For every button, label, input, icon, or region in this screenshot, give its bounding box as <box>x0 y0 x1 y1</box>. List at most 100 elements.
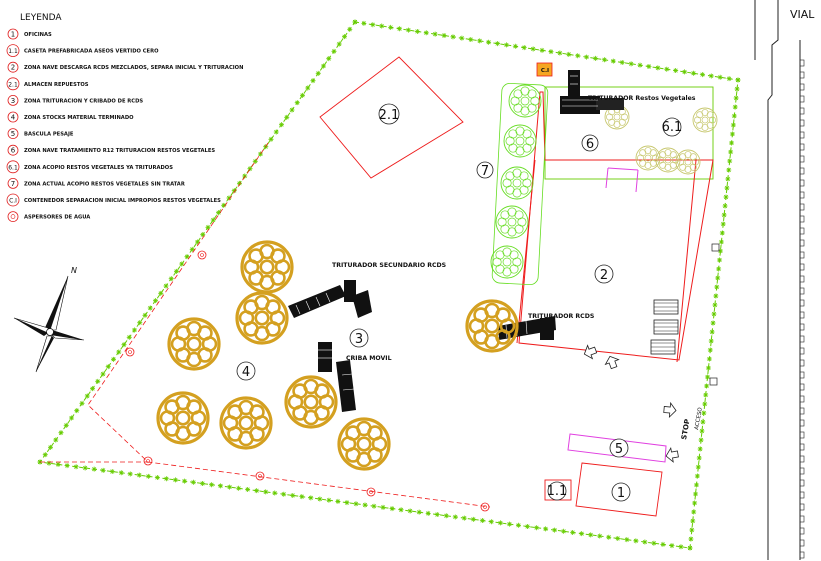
zone-7-vegetal-piles <box>490 82 549 286</box>
legend-item: 7 ZONA ACTUAL ACOPIO RESTOS VEGETALES SIN… <box>7 177 185 189</box>
legend-item: 2 ZONA NAVE DESCARGA RCDS MEZCLADOS, SEPA… <box>7 61 243 73</box>
legend-marker <box>7 28 19 40</box>
processed-vegetal-pile <box>675 149 701 175</box>
legend-marker <box>7 128 19 140</box>
legend: LEYENDA 1 OFICINAS 1.1 CASETA PREFABRICADA … <box>6 13 243 223</box>
legend-text: ZONA STOCKS MATERIAL TERMINADO <box>24 115 134 121</box>
zone-6-label: 6 <box>586 137 594 152</box>
legend-text: ZONA TRITURACION Y CRIBADO DE RCDS <box>24 98 143 104</box>
ci-label: C.I <box>541 68 549 74</box>
stockpile <box>240 240 294 294</box>
traffic-arrows <box>583 344 679 463</box>
zone-7-label: 7 <box>481 164 489 179</box>
legend-marker <box>7 111 19 123</box>
legend-text: ZONA NAVE TRATAMIENTO R12 TRITURACION RE… <box>24 148 215 154</box>
legend-text: CONTENEDOR SEPARACION INICIAL IMPROPIOS … <box>24 198 221 204</box>
zone-2-label: 2 <box>600 268 608 283</box>
vegetal-pile <box>495 205 529 239</box>
legend-text: ASPERSORES DE AGUA <box>24 215 90 221</box>
zone-6-1-label: 6.1 <box>662 120 683 135</box>
legend-marker <box>6 77 20 91</box>
legend-number: 3 <box>11 97 15 105</box>
legend-text: ZONA ACTUAL ACOPIO RESTOS VEGETALES SIN … <box>24 181 185 187</box>
perimeter-hedge <box>37 19 741 551</box>
legend-text: OFICINAS <box>24 32 52 38</box>
legend-number: 2 <box>11 64 15 72</box>
stockpile <box>284 375 338 429</box>
zone-2-nave: 2 <box>516 91 720 386</box>
zone-2-1-label: 2.1 <box>379 108 400 123</box>
legend-text: CASETA PREFABRICADA ASEOS VERTIDO CERO <box>24 49 159 55</box>
hedge-shrubs <box>37 19 741 551</box>
legend-item: 1 OFICINAS <box>7 28 52 40</box>
legend-item: ASPERSORES DE AGUA <box>7 211 90 223</box>
legend-marker <box>6 160 20 174</box>
legend-item: 4 ZONA STOCKS MATERIAL TERMINADO <box>7 111 134 123</box>
zone-1-1-prefab-toilet: 1.1 <box>544 479 572 501</box>
legend-item: 1.1 CASETA PREFABRICADA ASEOS VERTIDO CER… <box>6 44 159 57</box>
legend-text: ZONA ACOPIO RESTOS VEGETALES YA TRITURAD… <box>24 165 173 171</box>
north-label: N <box>71 266 77 275</box>
triturador-vegetales-label: TRITURADOR Restos Vegetales <box>588 95 696 102</box>
legend-number: C.I <box>9 198 17 205</box>
legend-number: 1 <box>11 31 15 39</box>
legend-marker <box>7 177 19 189</box>
water-sprinklers <box>125 250 490 512</box>
zone-4-label: 4 <box>242 365 250 380</box>
legend-marker <box>7 95 19 106</box>
vegetal-pile <box>490 245 524 279</box>
stockpile <box>167 317 221 371</box>
vegetal-pile <box>500 166 534 200</box>
legend-marker <box>7 61 19 73</box>
zone-6-1-processed-piles <box>604 104 718 175</box>
legend-number: 7 <box>11 180 15 188</box>
legend-text: ALMACEN REPUESTOS <box>24 82 89 88</box>
road: VIAL <box>754 0 815 560</box>
legend-text: BASCULA PESAJE <box>24 132 74 138</box>
triturador-secundario-label: TRITURADOR SECUNDARIO RCDS <box>332 262 446 269</box>
vial-label: VIAL <box>790 8 815 21</box>
stockpile <box>219 396 273 450</box>
vegetal-pile <box>508 84 542 118</box>
road-curbs <box>799 59 805 559</box>
ci-container: C.I <box>536 62 553 77</box>
zone-3-label: 3 <box>355 332 363 347</box>
processed-vegetal-pile <box>692 107 718 133</box>
legend-item: C.I CONTENEDOR SEPARACION INICIAL IMPROPI… <box>6 193 221 207</box>
legend-text: ZONA NAVE DESCARGA RCDS MEZCLADOS, SEPAR… <box>24 65 243 71</box>
legend-item: 2.1 ALMACEN REPUESTOS <box>6 77 89 91</box>
stockpile <box>337 417 391 471</box>
zone-4-stockpiles <box>156 240 519 471</box>
material-bins <box>650 299 679 355</box>
zone-5-weighing-scale: 5 <box>567 433 667 463</box>
zone-1-offices: 1 <box>575 462 663 517</box>
legend-number: 4 <box>11 114 16 122</box>
legend-number: 1.1 <box>8 48 18 55</box>
legend-number: 5 <box>11 130 15 138</box>
stockpile <box>235 291 289 345</box>
triturador-rcds-label: TRITURADOR RCDS <box>528 313 594 320</box>
processed-vegetal-pile <box>635 145 661 171</box>
zone-1-label: 1 <box>617 486 625 501</box>
legend-marker <box>6 44 20 57</box>
legend-item: 5 BASCULA PESAJE <box>7 128 74 140</box>
legend-marker <box>7 211 19 223</box>
legend-number: 2.1 <box>8 81 18 88</box>
stop-sign: STOP <box>680 418 692 440</box>
legend-item: 3 ZONA TRITURACION Y CRIBADO DE RCDS <box>7 95 143 106</box>
zone-2-1-warehouse: 2.1 <box>319 56 464 179</box>
zone-1-1-label: 1.1 <box>547 484 568 499</box>
sprinkler-line <box>40 142 491 512</box>
legend-title: LEYENDA <box>20 13 62 23</box>
legend-marker <box>6 193 20 207</box>
mobile-screen <box>318 342 356 412</box>
vegetal-pile <box>503 124 537 158</box>
stockpile <box>156 391 210 445</box>
zone-5-label: 5 <box>615 442 623 457</box>
processed-vegetal-pile <box>655 147 681 173</box>
processed-vegetal-pile <box>604 104 630 130</box>
stockpile <box>465 299 519 353</box>
